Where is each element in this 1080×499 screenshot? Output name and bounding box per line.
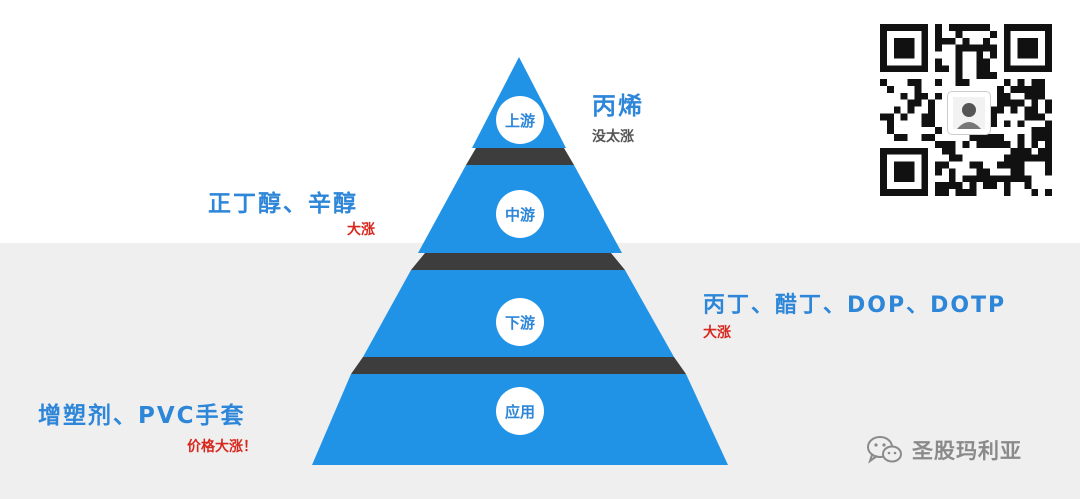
avatar-icon [953,97,985,129]
midstream-status: 大涨 [347,222,375,238]
pyramid-band-1 [466,148,574,165]
pyramid-band-3 [351,357,686,374]
upstream-title: 丙烯 [592,92,644,120]
downstream-status: 大涨 [703,325,731,341]
qr-code-icon [880,24,1052,196]
watermark: 圣股玛利亚 [866,432,1022,468]
application-status: 价格大涨！ [187,439,257,455]
watermark-text: 圣股玛利亚 [912,439,1022,463]
midstream-title: 正丁醇、辛醇 [208,191,358,217]
badge-downstream: 下游 [496,298,544,346]
downstream-title: 丙丁、醋丁、DOP、DOTP [703,293,1007,318]
badge-upstream: 上游 [496,96,544,144]
avatar [948,92,990,134]
application-title: 增塑剂、PVC手套 [38,403,246,429]
badge-application: 应用 [496,387,544,435]
badge-midstream: 中游 [496,190,544,238]
wechat-icon [867,436,902,464]
upstream-status: 没太涨 [592,129,634,145]
pyramid-band-2 [411,253,625,270]
